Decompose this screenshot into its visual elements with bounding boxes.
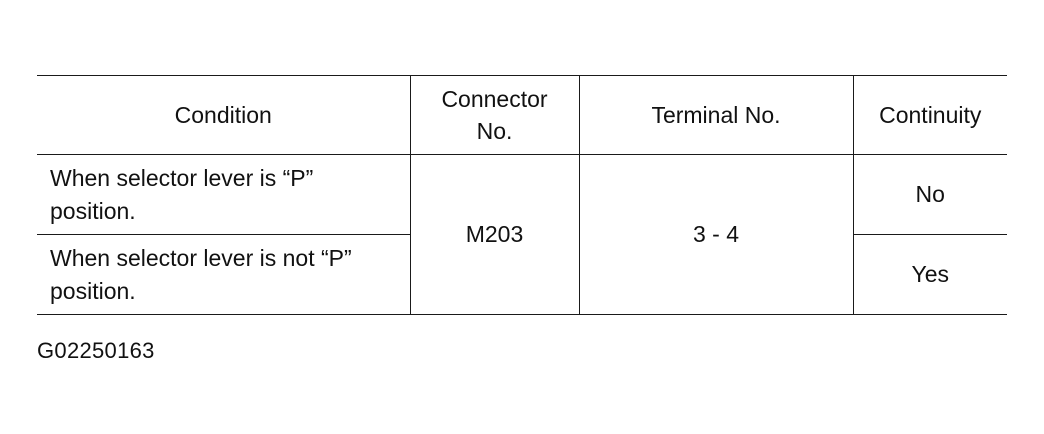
table-row: When selector lever is “P” position. M20…	[37, 154, 1007, 315]
condition-cell: When selector lever is “P” position.	[37, 154, 411, 235]
continuity-spec-table: Condition Connector No. Terminal No. Con…	[37, 75, 1007, 315]
header-continuity: Continuity	[852, 75, 1007, 155]
continuity-cell: Yes	[852, 234, 1007, 315]
table-row: When selector lever is not “P” position.…	[37, 234, 1007, 315]
condition-text-line1: When selector lever is “P”	[50, 165, 314, 192]
condition-text-line2: position.	[50, 197, 136, 224]
terminal-value: 3 - 4	[692, 221, 740, 248]
header-condition-label: Condition	[174, 101, 272, 128]
figure-code: G02250163	[37, 338, 155, 363]
table-header-row: Condition Connector No. Terminal No. Con…	[37, 75, 1007, 155]
header-connector-label-line1: Connector	[441, 85, 548, 112]
connector-cell: M203	[409, 154, 580, 315]
continuity-value: No	[915, 181, 945, 208]
header-connector-label-line2: No.	[476, 118, 513, 144]
continuity-cell: No	[852, 154, 1007, 235]
connector-value: M203	[465, 221, 524, 248]
condition-text-line1: When selector lever is not “P”	[50, 245, 352, 272]
header-continuity-label: Continuity	[879, 101, 982, 128]
header-connector-no: Connector No.	[409, 75, 580, 155]
continuity-value: Yes	[911, 261, 950, 288]
header-terminal-no: Terminal No.	[578, 75, 854, 155]
condition-cell: When selector lever is not “P” position.	[37, 234, 411, 315]
header-condition: Condition	[37, 75, 411, 155]
header-terminal-label: Terminal No.	[651, 101, 781, 128]
condition-text-line2: position.	[50, 277, 136, 304]
terminal-cell: 3 - 4	[578, 154, 854, 315]
